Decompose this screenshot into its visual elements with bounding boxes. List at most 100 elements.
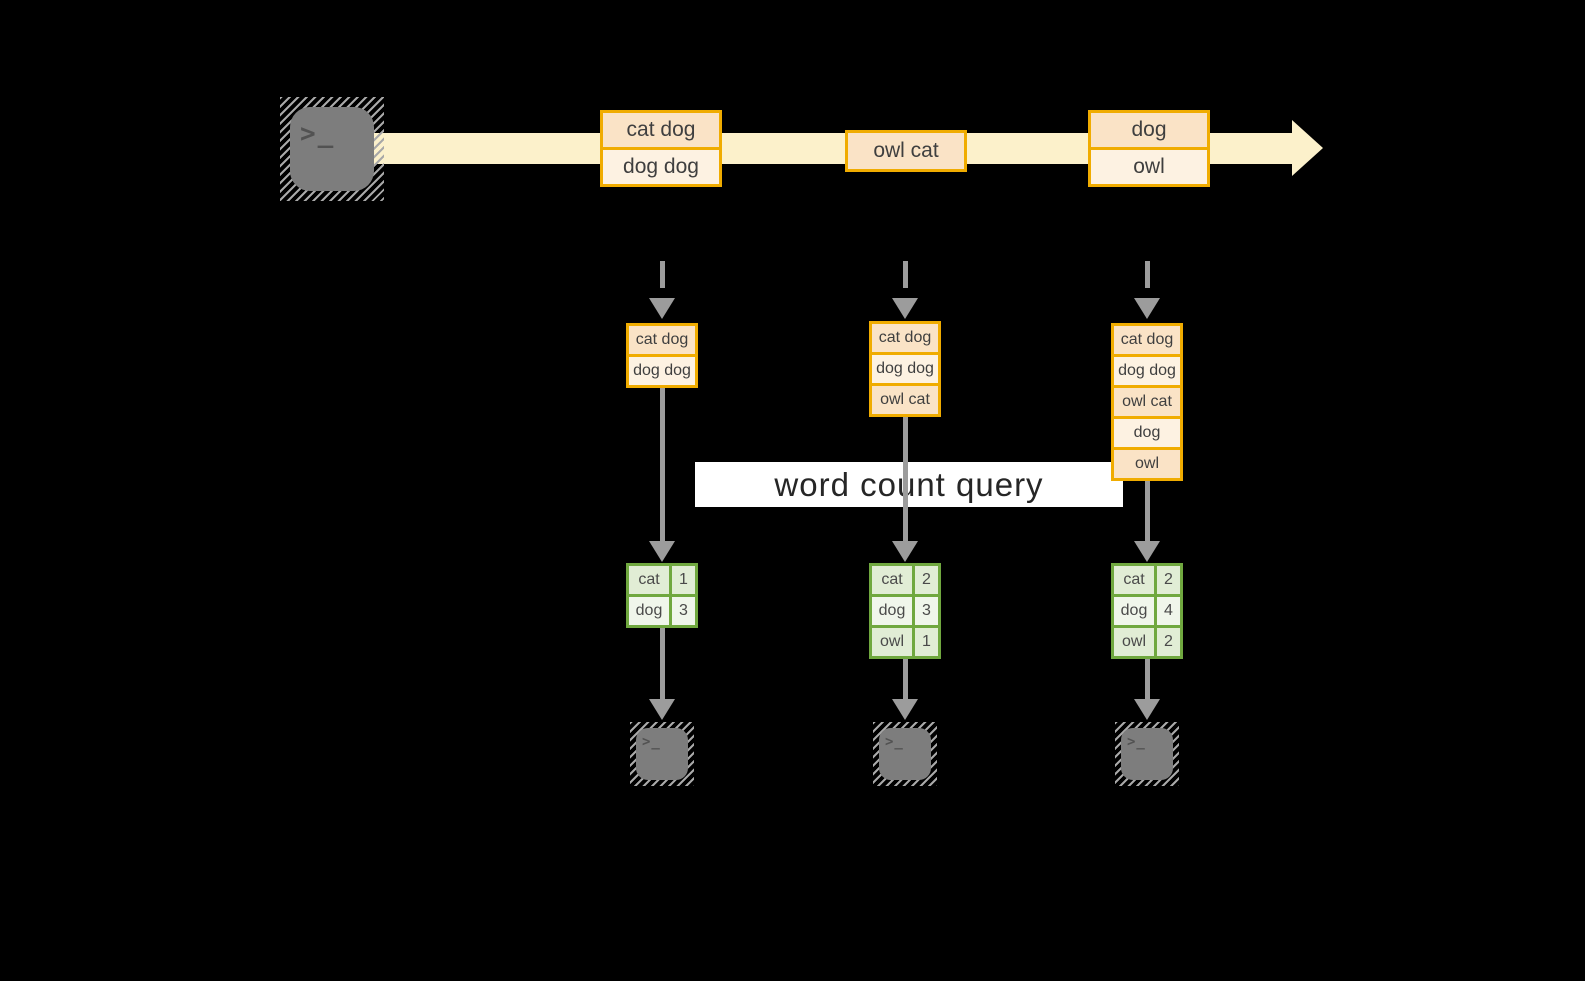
count-row: owl 1 bbox=[869, 625, 941, 659]
count-value: 2 bbox=[1164, 633, 1173, 650]
count-value: 3 bbox=[922, 602, 931, 619]
count-word-cell: owl bbox=[869, 625, 915, 659]
count-value: 1 bbox=[679, 571, 688, 588]
terminal-icon-body bbox=[1121, 728, 1173, 780]
stream-batch-row: dog bbox=[1088, 110, 1210, 150]
stream-arrow-head bbox=[1292, 120, 1323, 176]
input-buffer-3: cat dog dog dog owl cat dog owl bbox=[1111, 323, 1183, 481]
count-value-cell: 1 bbox=[912, 625, 941, 659]
dashed-arrow-line bbox=[903, 261, 908, 293]
word-label: cat bbox=[1123, 571, 1145, 588]
stream-batch-row: owl cat bbox=[845, 130, 967, 172]
dashed-arrow-head bbox=[649, 298, 675, 319]
count-row: dog 3 bbox=[626, 594, 698, 628]
word-label: owl bbox=[1121, 633, 1146, 650]
buffer-row-label: cat dog bbox=[635, 331, 689, 348]
buffer-row: dog dog bbox=[869, 352, 941, 386]
stream-batch-row: owl bbox=[1088, 147, 1210, 187]
count-value: 1 bbox=[922, 633, 931, 650]
query-label: word count query bbox=[774, 465, 1044, 503]
word-count-table-3: cat 2 dog 4 owl 2 bbox=[1111, 563, 1183, 659]
terminal-prompt-icon: >_ bbox=[885, 734, 904, 750]
count-word-cell: dog bbox=[626, 594, 672, 628]
batch-row-label: dog dog bbox=[623, 155, 699, 178]
buffer-row-label: owl cat bbox=[880, 391, 930, 408]
buffer-row-label: dog dog bbox=[876, 360, 934, 377]
terminal-icon-body bbox=[290, 107, 374, 191]
batch-row-label: cat dog bbox=[626, 118, 696, 141]
count-row: cat 2 bbox=[1111, 563, 1183, 597]
count-value-cell: 2 bbox=[1154, 625, 1183, 659]
count-value-cell: 3 bbox=[669, 594, 698, 628]
count-value: 2 bbox=[1164, 571, 1173, 588]
buffer-row: dog dog bbox=[1111, 354, 1183, 388]
output-arrow-head bbox=[649, 699, 675, 720]
buffer-row-label: dog dog bbox=[1118, 362, 1176, 379]
word-count-table-1: cat 1 dog 3 bbox=[626, 563, 698, 628]
terminal-prompt-icon: >_ bbox=[642, 734, 661, 750]
stream-batch-2: owl cat bbox=[845, 130, 967, 172]
query-arrow-line bbox=[903, 417, 908, 542]
buffer-row: owl cat bbox=[869, 383, 941, 417]
count-value: 4 bbox=[1164, 602, 1173, 619]
word-label: dog bbox=[878, 602, 906, 619]
output-arrow-head bbox=[1134, 699, 1160, 720]
buffer-row: cat dog bbox=[1111, 323, 1183, 357]
count-row: dog 3 bbox=[869, 594, 941, 628]
sink-terminal-icon-3: >_ bbox=[1115, 722, 1179, 786]
count-value-cell: 2 bbox=[1154, 563, 1183, 597]
buffer-row: dog dog bbox=[626, 354, 698, 388]
terminal-prompt-icon: >_ bbox=[300, 119, 336, 149]
buffer-row-label: owl cat bbox=[1122, 393, 1172, 410]
word-label: cat bbox=[638, 571, 660, 588]
stream-batch-row: cat dog bbox=[600, 110, 722, 150]
terminal-icon-body bbox=[879, 728, 931, 780]
batch-row-label: owl cat bbox=[873, 139, 939, 162]
output-arrow-line bbox=[1145, 659, 1150, 700]
dashed-arrow-head bbox=[892, 298, 918, 319]
count-row: cat 2 bbox=[869, 563, 941, 597]
count-value: 3 bbox=[679, 602, 688, 619]
terminal-prompt-icon: >_ bbox=[1127, 734, 1146, 750]
count-value: 2 bbox=[922, 571, 931, 588]
count-word-cell: cat bbox=[626, 563, 672, 597]
buffer-row-label: dog bbox=[1133, 424, 1161, 441]
query-arrow-head bbox=[649, 541, 675, 562]
query-arrow-head bbox=[892, 541, 918, 562]
input-buffer-2: cat dog dog dog owl cat bbox=[869, 321, 941, 417]
batch-row-label: dog bbox=[1131, 118, 1167, 141]
stream-batch-1: cat dog dog dog bbox=[600, 110, 722, 187]
count-value-cell: 2 bbox=[912, 563, 941, 597]
count-word-cell: cat bbox=[869, 563, 915, 597]
sink-terminal-icon-1: >_ bbox=[630, 722, 694, 786]
word-label: dog bbox=[635, 602, 663, 619]
source-terminal-icon: >_ bbox=[280, 97, 384, 201]
sink-terminal-icon-2: >_ bbox=[873, 722, 937, 786]
word-label: cat bbox=[881, 571, 903, 588]
count-value-cell: 3 bbox=[912, 594, 941, 628]
stream-batch-row: dog dog bbox=[600, 147, 722, 187]
buffer-row: dog bbox=[1111, 416, 1183, 450]
count-word-cell: dog bbox=[1111, 594, 1157, 628]
buffer-row-label: cat dog bbox=[878, 329, 932, 346]
output-arrow-line bbox=[903, 659, 908, 700]
word-label: dog bbox=[1120, 602, 1148, 619]
word-count-table-2: cat 2 dog 3 owl 1 bbox=[869, 563, 941, 659]
buffer-row-label: dog dog bbox=[633, 362, 691, 379]
dashed-arrow-line bbox=[1145, 261, 1150, 293]
buffer-row-label: cat dog bbox=[1120, 331, 1174, 348]
count-word-cell: owl bbox=[1111, 625, 1157, 659]
count-value-cell: 4 bbox=[1154, 594, 1183, 628]
query-arrow-head bbox=[1134, 541, 1160, 562]
dashed-arrow-head bbox=[1134, 298, 1160, 319]
count-row: dog 4 bbox=[1111, 594, 1183, 628]
input-buffer-1: cat dog dog dog bbox=[626, 323, 698, 388]
count-word-cell: dog bbox=[869, 594, 915, 628]
stream-batch-3: dog owl bbox=[1088, 110, 1210, 187]
batch-row-label: owl bbox=[1133, 155, 1165, 178]
count-value-cell: 1 bbox=[669, 563, 698, 597]
query-arrow-line bbox=[1145, 481, 1150, 542]
buffer-row: owl bbox=[1111, 447, 1183, 481]
query-band: word count query bbox=[695, 462, 1123, 507]
